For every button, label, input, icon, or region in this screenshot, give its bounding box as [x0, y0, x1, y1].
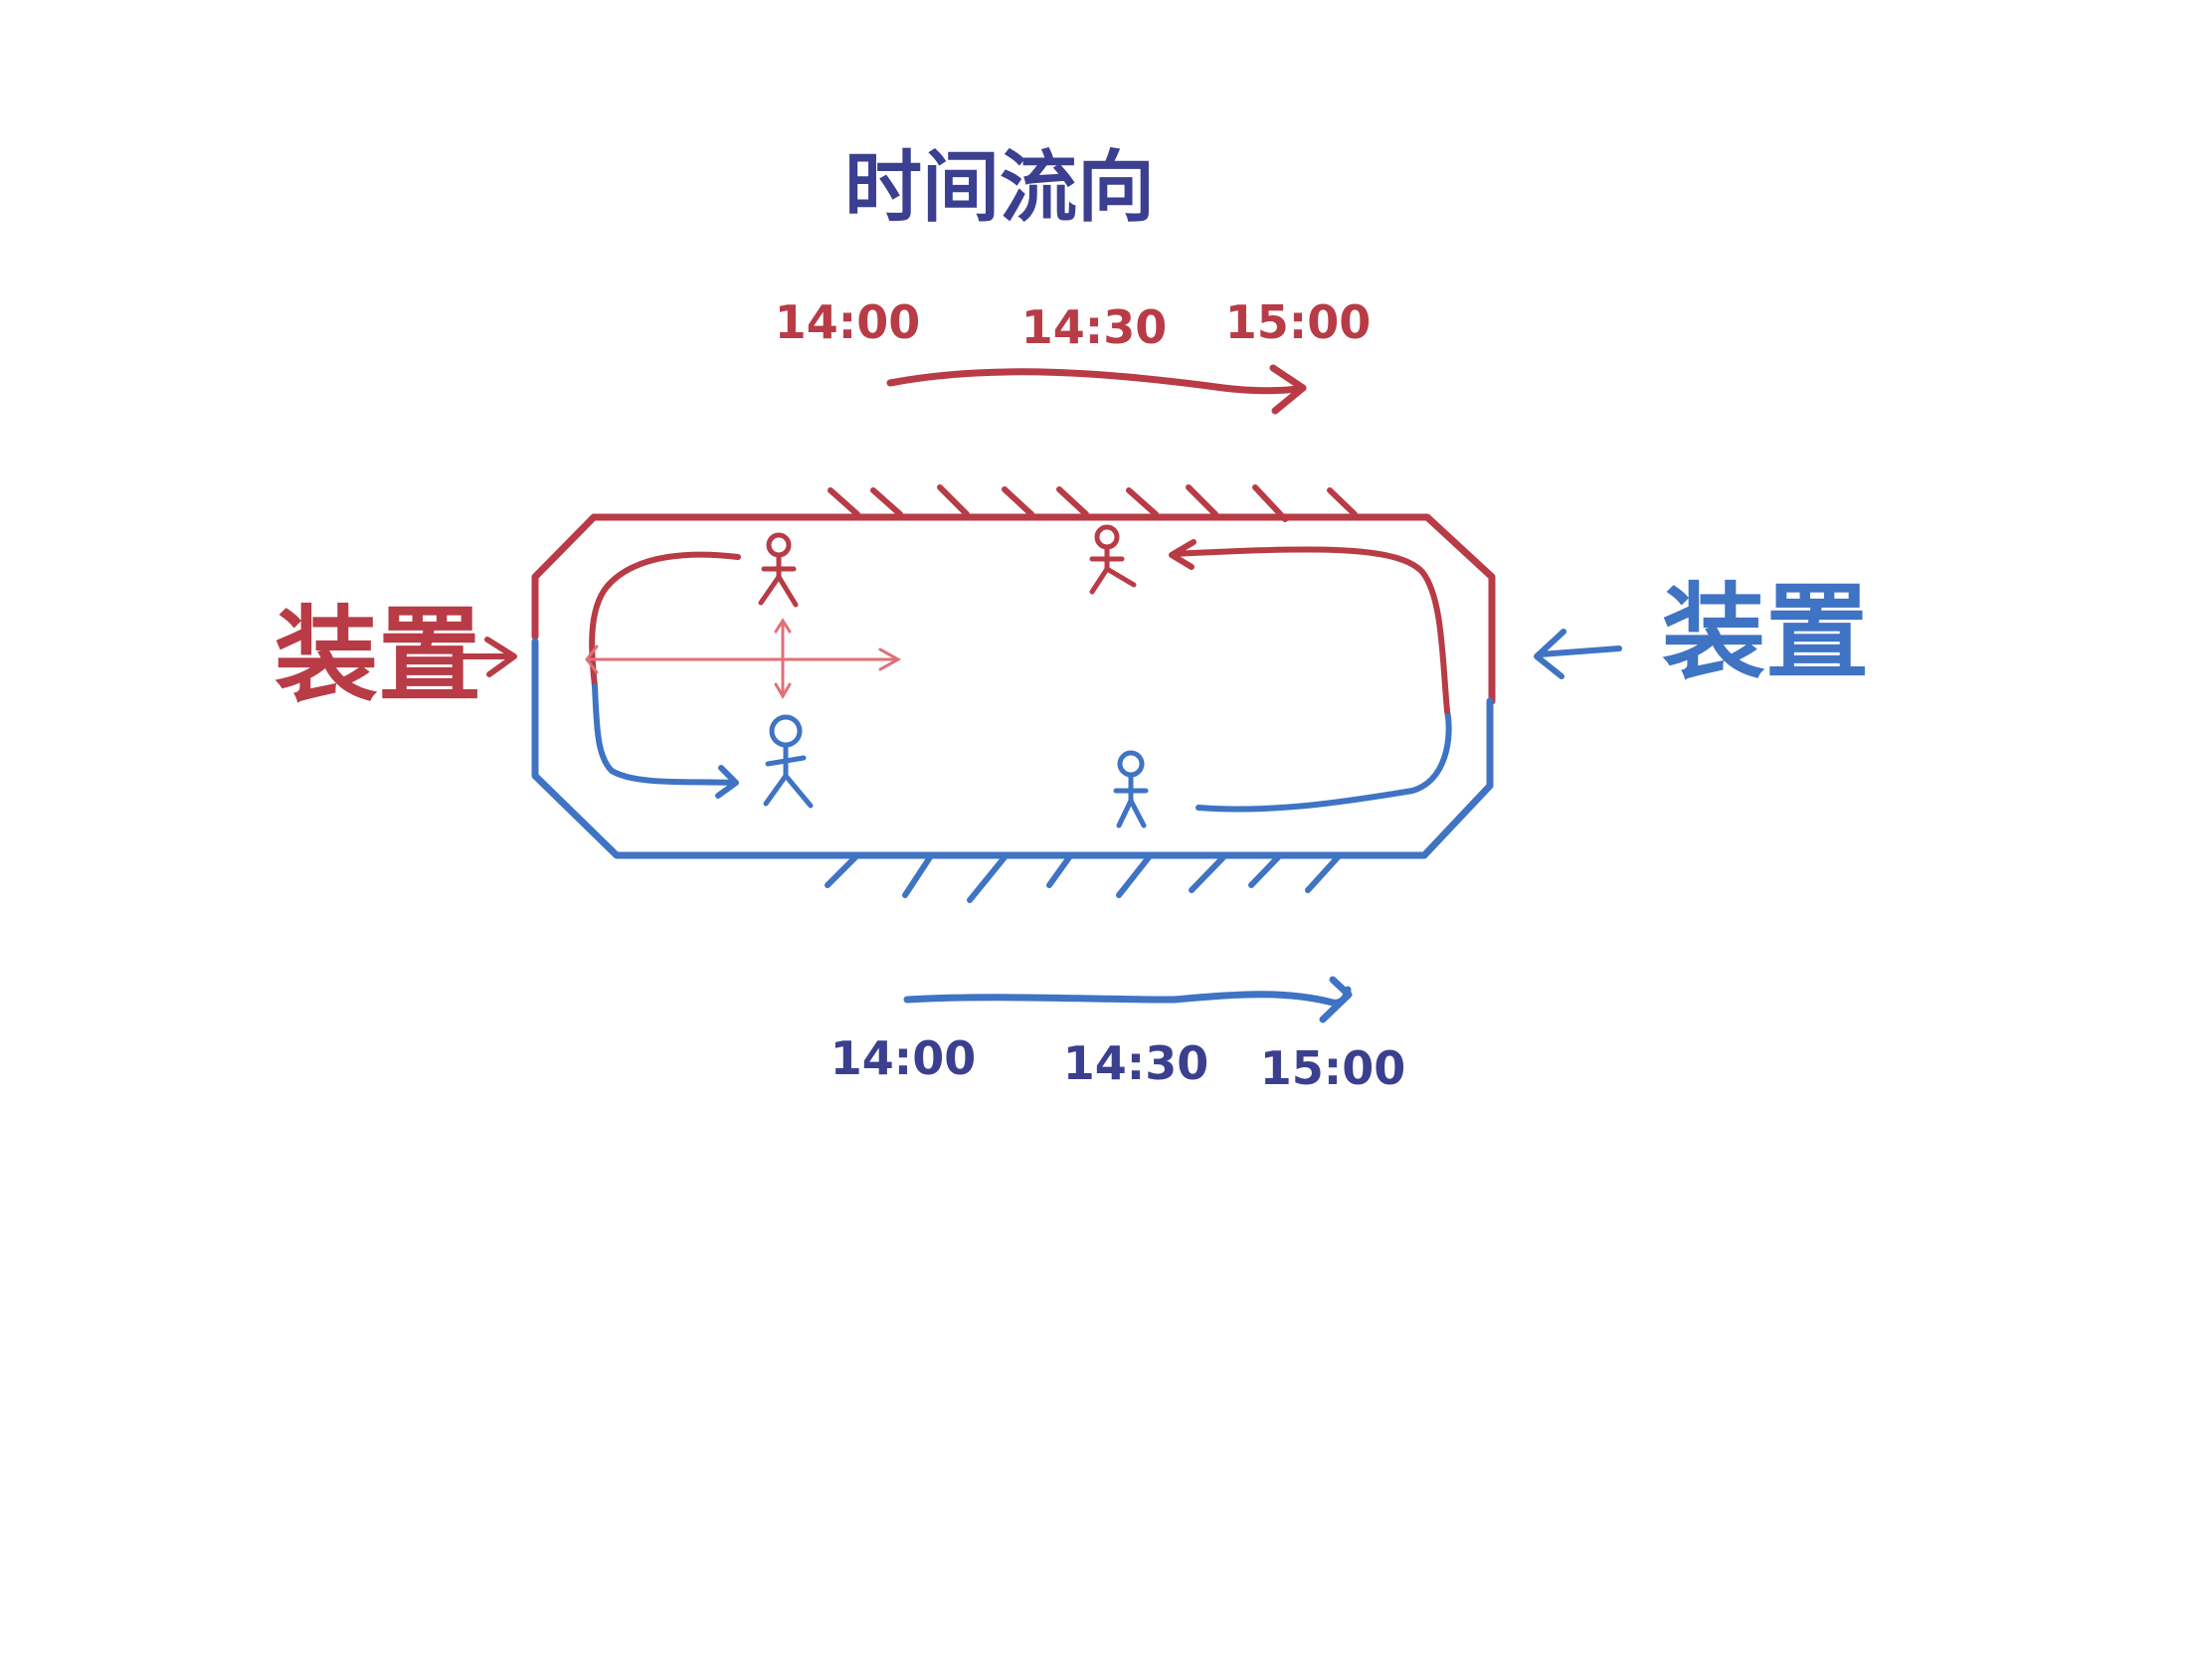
left-device-arrowhead [484, 637, 517, 677]
right-device-arrow [1537, 645, 1622, 657]
left-device-label: 装置 [275, 595, 481, 716]
bottom-time-arrowhead [1319, 976, 1353, 1023]
right-device: 装置 [1534, 572, 1869, 693]
right-loop-blue [1196, 708, 1452, 813]
horizontal-measure-arrowhead [878, 647, 902, 671]
right-loop-red [1171, 546, 1450, 714]
diagram-title: 时间流向 [844, 143, 1155, 233]
person-blue-bottom-left [763, 714, 814, 809]
left-loop-arrowhead [715, 765, 739, 799]
left-loop-red [589, 551, 741, 689]
measurement-arrows [585, 618, 902, 699]
bottom-timeline: 14:00 14:30 15:00 [830, 976, 1405, 1095]
track-red-upper [531, 513, 1496, 705]
right-loop-arrowhead [1169, 539, 1197, 570]
bottom-time-label: 15:00 [1260, 1041, 1405, 1095]
left-loop-blue [592, 683, 736, 786]
vertical-measure-arrowhead-down [774, 682, 792, 699]
top-time-arrow [886, 368, 1307, 395]
person-blue-bottom-right [1113, 750, 1149, 829]
person-red-top-left [758, 532, 799, 608]
top-time-arrowhead [1269, 364, 1307, 415]
top-timeline: 14:00 14:30 15:00 [775, 295, 1371, 415]
top-time-label: 14:30 [1021, 300, 1167, 354]
bottom-wall-hatching [825, 854, 1341, 903]
person-red-top-right [1089, 524, 1137, 595]
top-time-label: 14:00 [775, 295, 920, 349]
horizontal-measure-tail [585, 645, 599, 674]
left-device: 装置 [275, 595, 517, 716]
vertical-measure-arrowhead-up [774, 618, 792, 634]
bottom-time-label: 14:30 [1063, 1036, 1208, 1090]
bottom-time-arrow [903, 986, 1352, 1007]
right-loop [1169, 539, 1452, 813]
bottom-time-label: 14:00 [830, 1031, 976, 1085]
top-wall-hatching [828, 484, 1358, 522]
top-time-label: 15:00 [1225, 295, 1371, 349]
right-device-label: 装置 [1662, 572, 1869, 693]
left-loop [589, 551, 741, 799]
track-outline [531, 513, 1496, 859]
track-blue-lower [531, 638, 1494, 859]
right-device-arrowhead [1534, 629, 1567, 679]
